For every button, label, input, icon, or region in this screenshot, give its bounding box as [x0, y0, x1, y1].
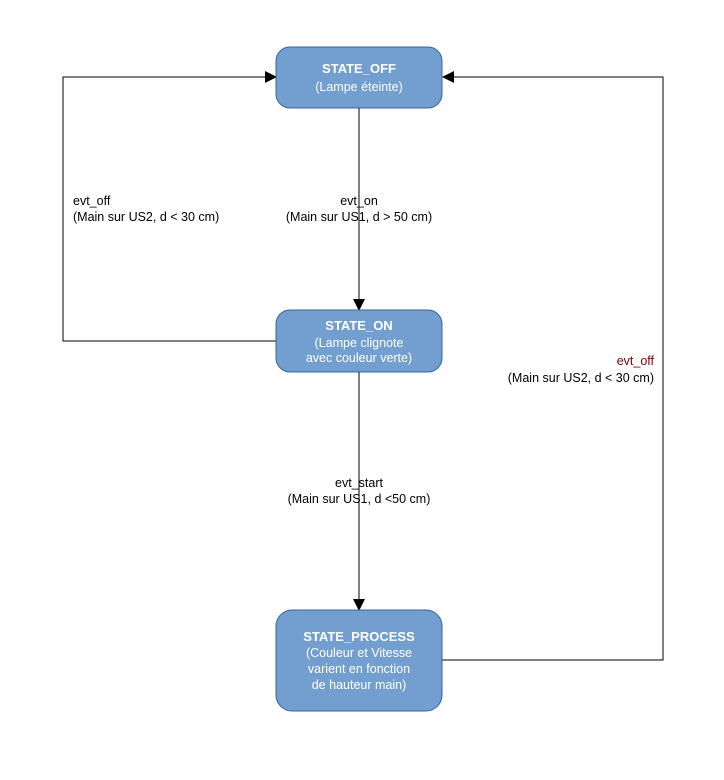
label-on-to-off-event: evt_off	[73, 194, 111, 208]
state-off-node: STATE_OFF (Lampe éteinte)	[275, 46, 443, 109]
edge-on-to-off	[62, 71, 277, 342]
state-on-title: STATE_ON	[325, 318, 392, 333]
state-process-title: STATE_PROCESS	[303, 629, 415, 644]
state-off-box	[275, 46, 443, 109]
label-off-to-on-condition: (Main sur US1, d > 50 cm)	[286, 210, 432, 224]
state-process-description-line1: (Couleur et Vitesse	[306, 646, 412, 660]
label-on-to-process: evt_start (Main sur US1, d <50 cm)	[288, 476, 431, 506]
state-off-description: (Lampe éteinte)	[315, 80, 403, 94]
label-process-to-off-event: evt_off	[617, 354, 655, 368]
label-on-to-process-event: evt_start	[335, 476, 383, 490]
label-off-to-on-event: evt_on	[340, 194, 378, 208]
label-on-to-process-condition: (Main sur US1, d <50 cm)	[288, 492, 431, 506]
state-process-description-line2: varient en fonction	[308, 662, 410, 676]
label-off-to-on: evt_on (Main sur US1, d > 50 cm)	[286, 194, 432, 224]
state-process-description-line3: de hauteur main)	[312, 678, 407, 692]
state-off-title: STATE_OFF	[322, 61, 396, 76]
label-on-to-off-condition: (Main sur US2, d < 30 cm)	[73, 210, 219, 224]
state-on-description-line2: avec couleur verte)	[306, 351, 412, 365]
label-process-to-off: evt_off (Main sur US2, d < 30 cm)	[508, 354, 655, 385]
state-process-node: STATE_PROCESS (Couleur et Vitesse varien…	[275, 609, 443, 712]
edge-process-to-off	[442, 71, 664, 661]
state-on-description-line1: (Lampe clignote	[315, 336, 404, 350]
label-on-to-off: evt_off (Main sur US2, d < 30 cm)	[73, 194, 219, 224]
label-process-to-off-condition: (Main sur US2, d < 30 cm)	[508, 371, 654, 385]
state-on-box	[275, 309, 443, 373]
state-on-node: STATE_ON (Lampe clignote avec couleur ve…	[275, 309, 443, 373]
state-process-box	[275, 609, 443, 712]
